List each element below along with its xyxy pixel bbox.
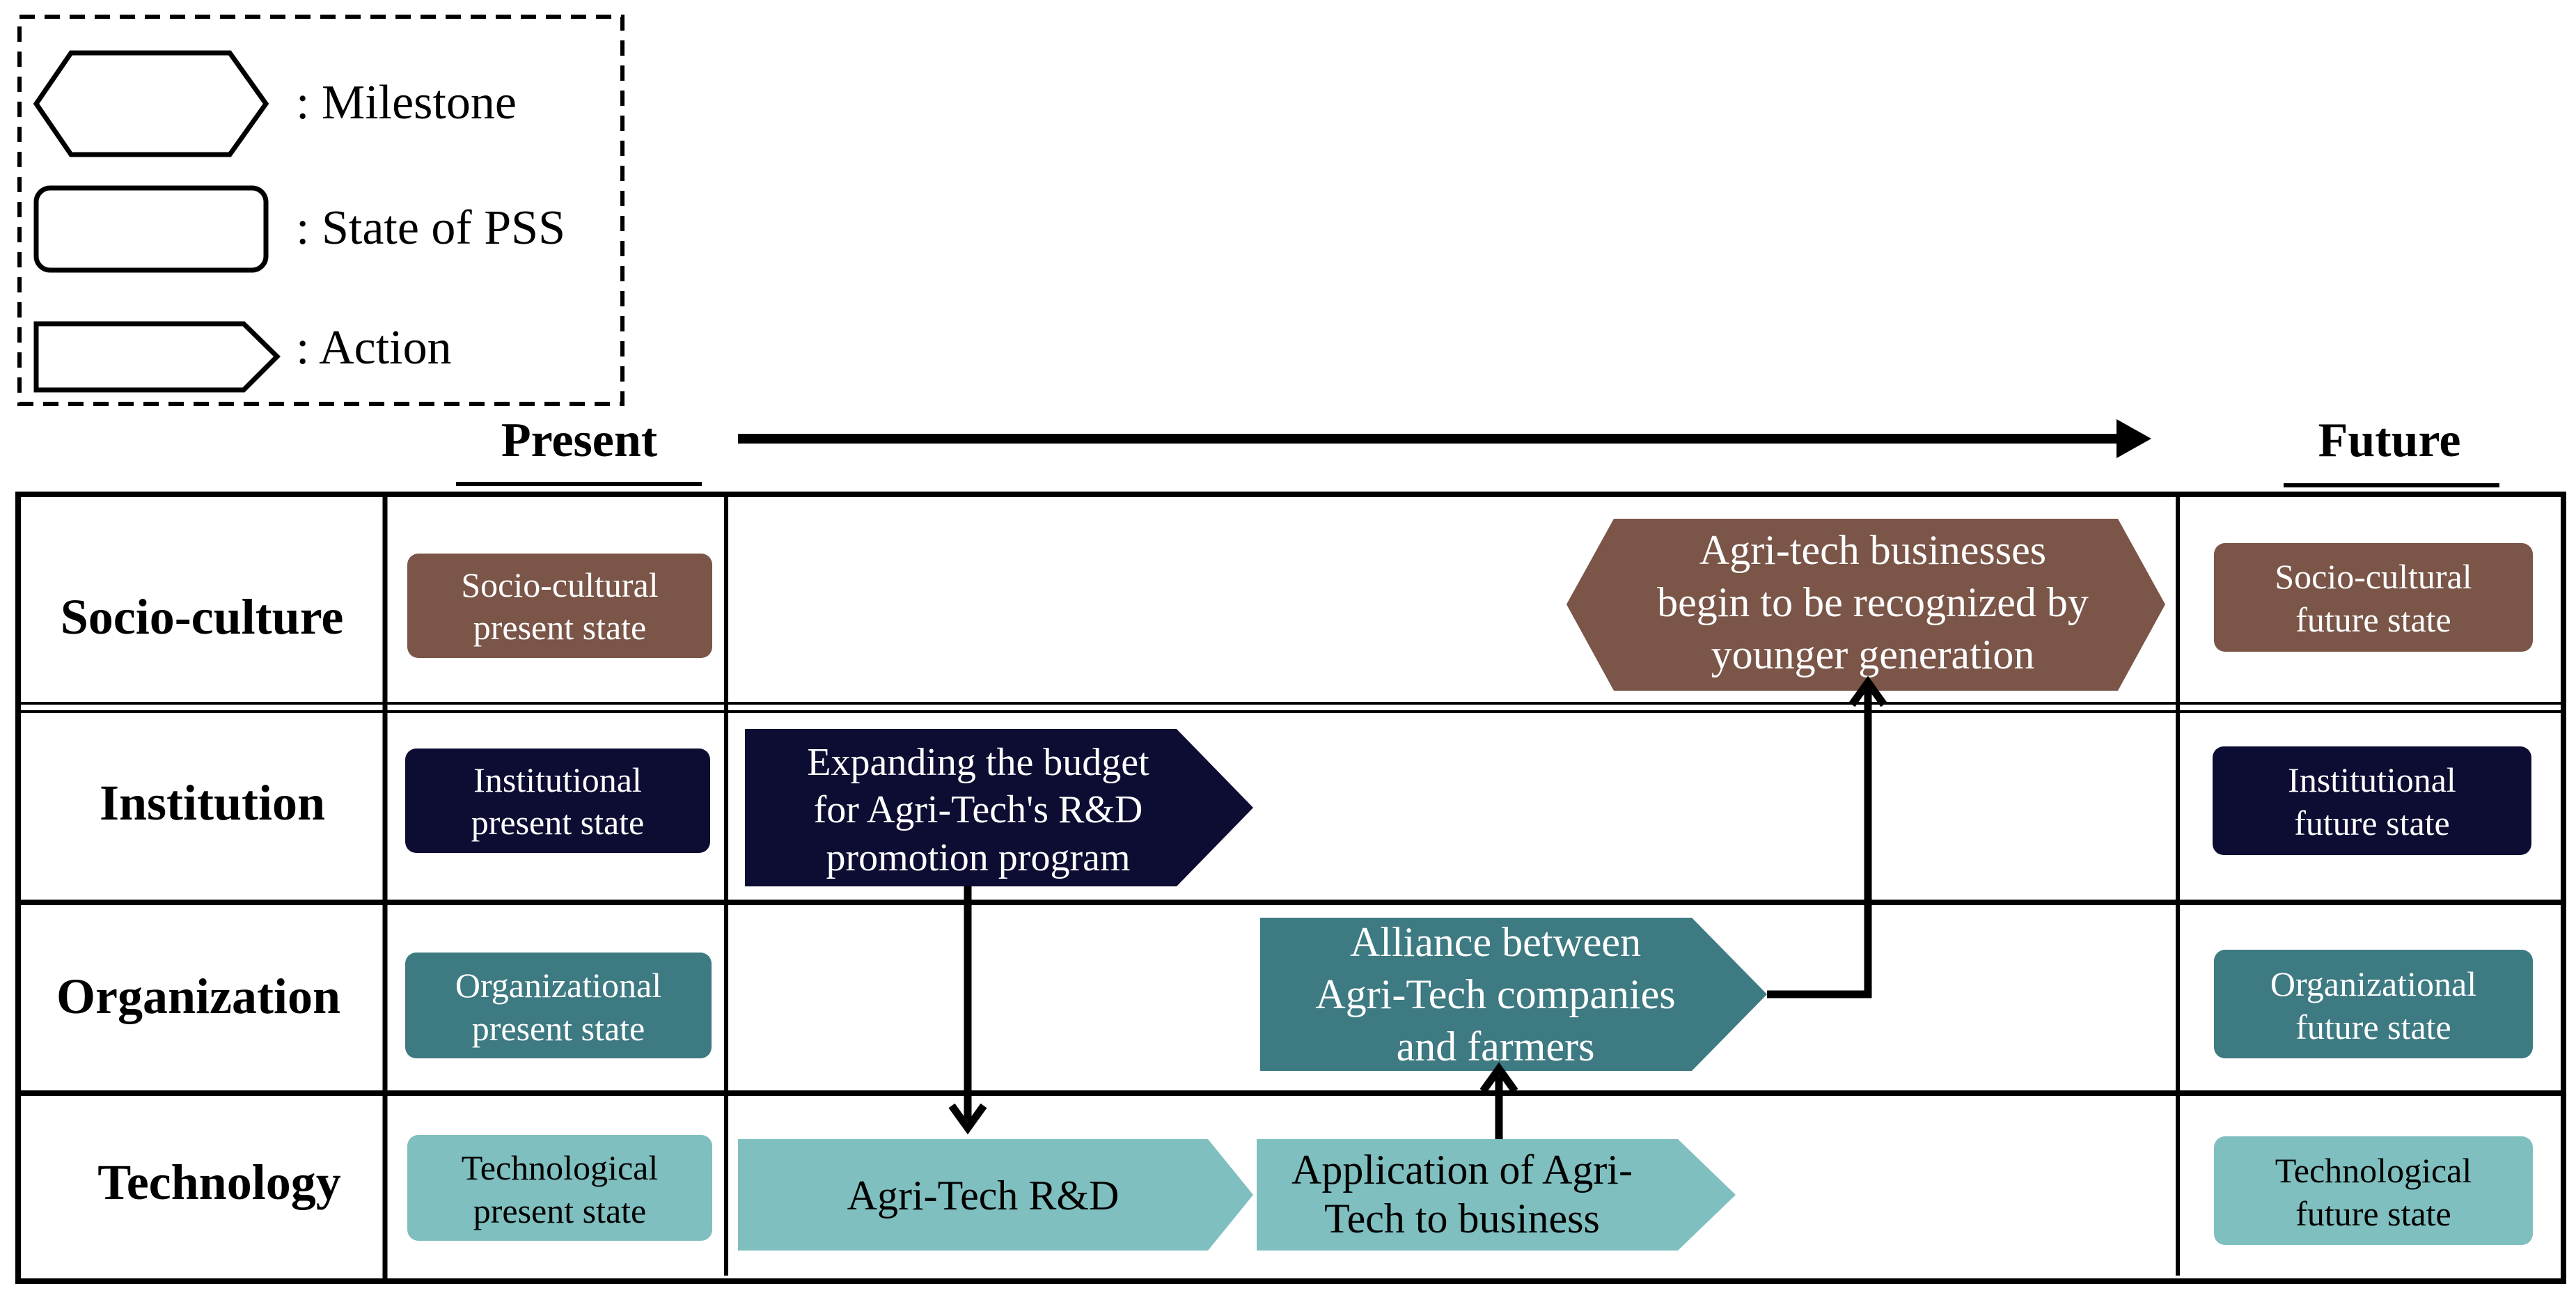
action-agri-tech-rnd: Agri-Tech R&D [738,1139,1253,1251]
connector-alliance-to-milestone-head [1848,675,1887,707]
future-state-organization-line2: future state [2295,1008,2451,1047]
future-state-technology-line2: future state [2295,1194,2451,1233]
future-state-technology-line1: Technological [2275,1151,2472,1190]
grid-border [15,492,2566,1284]
legend-action-shape [33,321,281,393]
action-alliance: Alliance between Agri-Tech companies and… [1260,918,1767,1071]
milestone-agri-tech-recognition: Agri-tech businesses begin to be recogni… [1566,519,2165,691]
timeline-arrowhead [2116,419,2151,458]
connectors [948,675,1887,1139]
future-state-institution-line2: future state [2294,804,2450,843]
legend: : Milestone : State of PSS : Action [17,15,625,406]
legend-state-label: : State of PSS [296,201,565,255]
action-budget-line2: for Agri-Tech's R&D [814,788,1143,831]
connector-application-to-alliance-head [1479,1062,1518,1094]
connector-alliance-to-milestone [1767,689,1872,998]
legend-border [17,15,625,406]
present-state-technology-line2: present state [473,1191,647,1230]
row-label-institution: Institution [100,775,325,831]
action-expanding-budget: Expanding the budget for Agri-Tech's R&D… [745,729,1253,886]
present-states: Socio-cultural present state Institution… [405,554,712,1241]
action-application-shape [1257,1139,1736,1251]
future-state-socio-line2: future state [2295,600,2451,639]
present-state-institution [405,749,710,853]
action-alliance-shape [1260,918,1767,1071]
row-label-technology: Technology [97,1154,340,1210]
legend-state-shape [33,185,269,273]
present-state-socio-line1: Socio-cultural [461,565,658,604]
action-budget-shape [745,729,1253,886]
present-state-organization [405,953,712,1058]
future-state-technology [2214,1136,2533,1245]
roadmap-grid [15,492,2566,1284]
action-budget-line3: promotion program [826,836,1130,879]
present-state-socio [407,554,712,658]
action-application: Application of Agri- Tech to business [1257,1139,1736,1251]
connector-budget-to-rnd-head [948,1103,987,1135]
future-state-organization-line1: Organizational [2270,964,2476,1003]
present-state-organization-line2: present state [472,1009,645,1048]
action-application-line1: Application of Agri- [1291,1147,1633,1193]
row-label-socio-culture: Socio-culture [61,589,344,645]
milestone-line3: younger generation [1711,632,2035,677]
action-alliance-line1: Alliance between [1350,919,1641,965]
action-rnd-line1: Agri-Tech R&D [847,1173,1120,1218]
legend-milestone-shape [33,50,269,157]
action-application-line2: Tech to business [1324,1196,1600,1241]
legend-action-label: : Action [296,321,452,375]
future-state-socio [2214,543,2533,652]
present-state-institution-line1: Institutional [473,760,642,799]
present-state-organization-line1: Organizational [455,966,661,1005]
action-rnd-shape [738,1139,1253,1251]
milestone-line1: Agri-tech businesses [1699,527,2046,573]
present-label: Present [501,414,657,467]
future-states: Socio-cultural future state Institutiona… [2213,543,2533,1245]
present-state-socio-line2: present state [473,608,647,647]
row-label-organization: Organization [56,969,340,1024]
action-budget-line1: Expanding the budget [807,741,1149,784]
timeline-header: Present Future [456,414,2499,487]
future-state-socio-line1: Socio-cultural [2275,557,2472,596]
action-alliance-line3: and farmers [1397,1024,1595,1069]
milestone-shape [1566,519,2165,691]
present-state-institution-line2: present state [471,803,645,842]
future-state-institution-line1: Institutional [2288,760,2456,799]
row-labels: Socio-culture Institution Organization T… [56,589,343,1210]
legend-milestone-label: : Milestone [296,76,517,130]
present-state-technology-line1: Technological [462,1148,659,1187]
action-alliance-line2: Agri-Tech companies [1315,971,1675,1017]
future-state-organization [2214,950,2533,1058]
present-state-technology [407,1135,712,1241]
future-state-institution [2213,746,2531,855]
milestone-line2: begin to be recognized by [1657,579,2089,625]
future-label: Future [2318,414,2461,467]
